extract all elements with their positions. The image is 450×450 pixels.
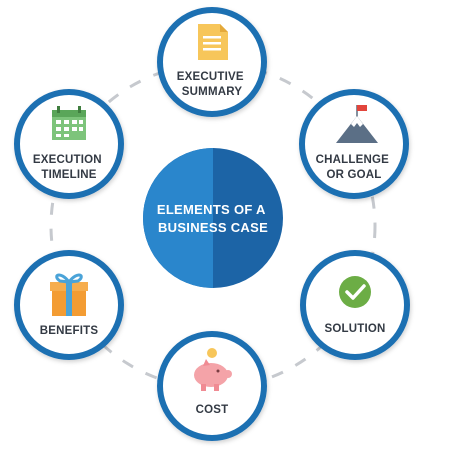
- node-challenge-or-goal-line-1: CHALLENGE: [316, 154, 389, 166]
- gift-icon: [50, 273, 88, 316]
- node-benefits: BENEFITS: [14, 250, 124, 360]
- center-circle: ELEMENTS OF A BUSINESS CASE: [143, 148, 283, 288]
- node-executive-summary-line-2: SUMMARY: [182, 86, 243, 98]
- piggy-bank-icon: [194, 348, 232, 391]
- calendar-icon: [52, 106, 86, 140]
- mountain-flag-icon: [336, 105, 378, 143]
- center-title-line-1: ELEMENTS OF A: [157, 202, 266, 217]
- svg-text:ELEMENTS OF A BUSINESS C: ELEMENTS OF A BUSINESS CASE: [157, 202, 269, 235]
- node-benefits-line-1: BENEFITS: [40, 325, 99, 337]
- node-challenge-or-goal: CHALLENGE OR GOAL: [299, 89, 409, 199]
- node-cost: COST: [157, 331, 267, 441]
- svg-text:COST: COST: [196, 404, 229, 416]
- node-execution-timeline: EXECUTION TIMELINE: [14, 89, 124, 199]
- svg-text:BENEFITS: BENEFITS: [40, 325, 99, 337]
- node-executive-summary: EXECUTIVE SUMMARY: [157, 7, 267, 117]
- node-execution-timeline-line-1: EXECUTION: [33, 154, 102, 166]
- node-execution-timeline-line-2: TIMELINE: [41, 169, 96, 181]
- svg-text:EXECUTION TIMELINE: EXECUTION TIMELINE: [33, 154, 105, 181]
- node-challenge-or-goal-line-2: OR GOAL: [326, 169, 381, 181]
- node-solution-line-1: SOLUTION: [324, 323, 385, 335]
- checkmark-icon: [339, 276, 371, 308]
- node-executive-summary-line-1: EXECUTIVE: [177, 71, 244, 83]
- node-cost-line-1: COST: [196, 404, 229, 416]
- center-title-line-2: BUSINESS CASE: [158, 220, 268, 235]
- document-icon: [198, 24, 228, 60]
- svg-text:SOLUTION: SOLUTION: [324, 323, 385, 335]
- svg-text:CHALLENGE OR GOAL: CHALLENGE OR GOAL: [316, 154, 393, 181]
- svg-text:EXECUTIVE SUMMARY: EXECUTIVE SUMMARY: [177, 71, 247, 98]
- node-solution: SOLUTION: [300, 250, 410, 360]
